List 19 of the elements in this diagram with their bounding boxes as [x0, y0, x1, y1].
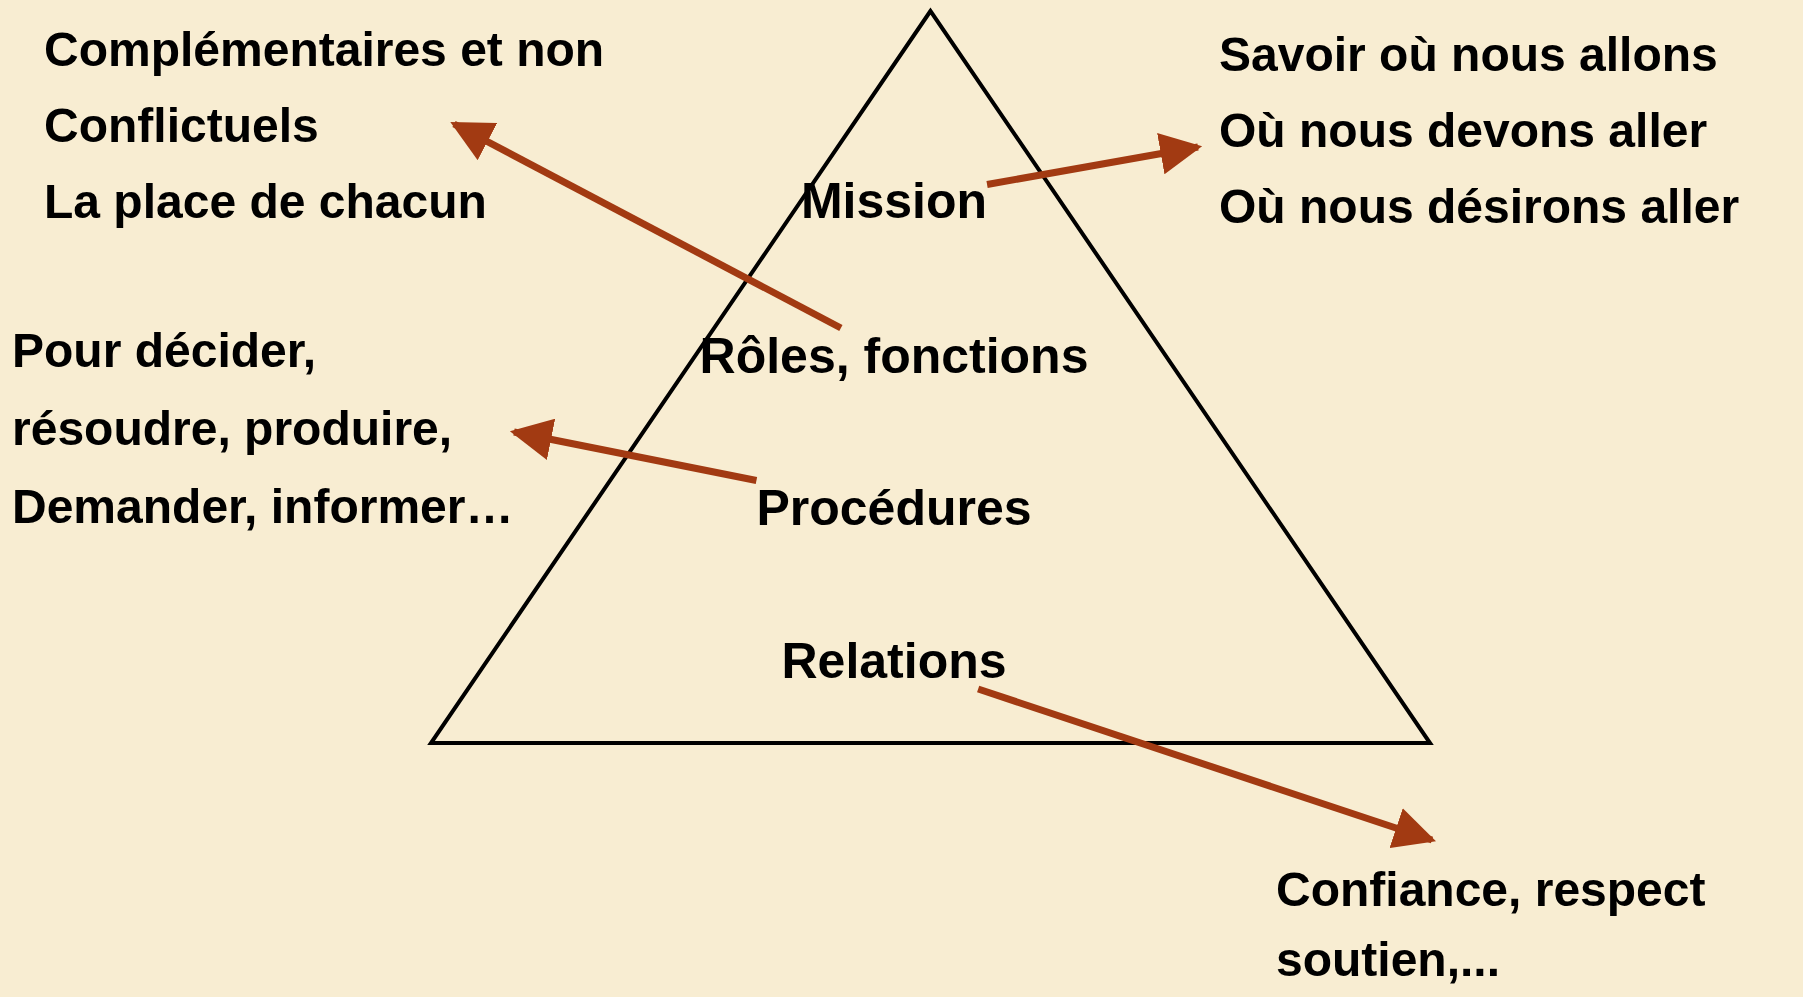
label-text: Rôles, fonctions [699, 328, 1089, 384]
label-text: Procédures [756, 480, 1032, 536]
label-text: La place de chacun [44, 174, 488, 230]
label-text: Relations [781, 633, 1007, 689]
label-text: Savoir où nous allons [1219, 27, 1719, 83]
label-text: Complémentaires et non [44, 22, 605, 78]
label-text: Pour décider, [12, 323, 318, 379]
label-text: Confiance, respect [1276, 862, 1706, 918]
arrow [509, 418, 758, 484]
label-text: résoudre, produire, [12, 401, 454, 457]
label-text: soutien,... [1276, 932, 1501, 988]
label-text: Où nous désirons aller [1219, 179, 1740, 235]
label-text: Conflictuels [44, 98, 320, 154]
arrow [986, 132, 1203, 188]
arrow [977, 685, 1436, 848]
label-text: Mission [800, 173, 988, 229]
arrow [450, 120, 843, 332]
label-text: Où nous devons aller [1219, 103, 1709, 159]
label-text: Demander, informer… [12, 479, 514, 535]
